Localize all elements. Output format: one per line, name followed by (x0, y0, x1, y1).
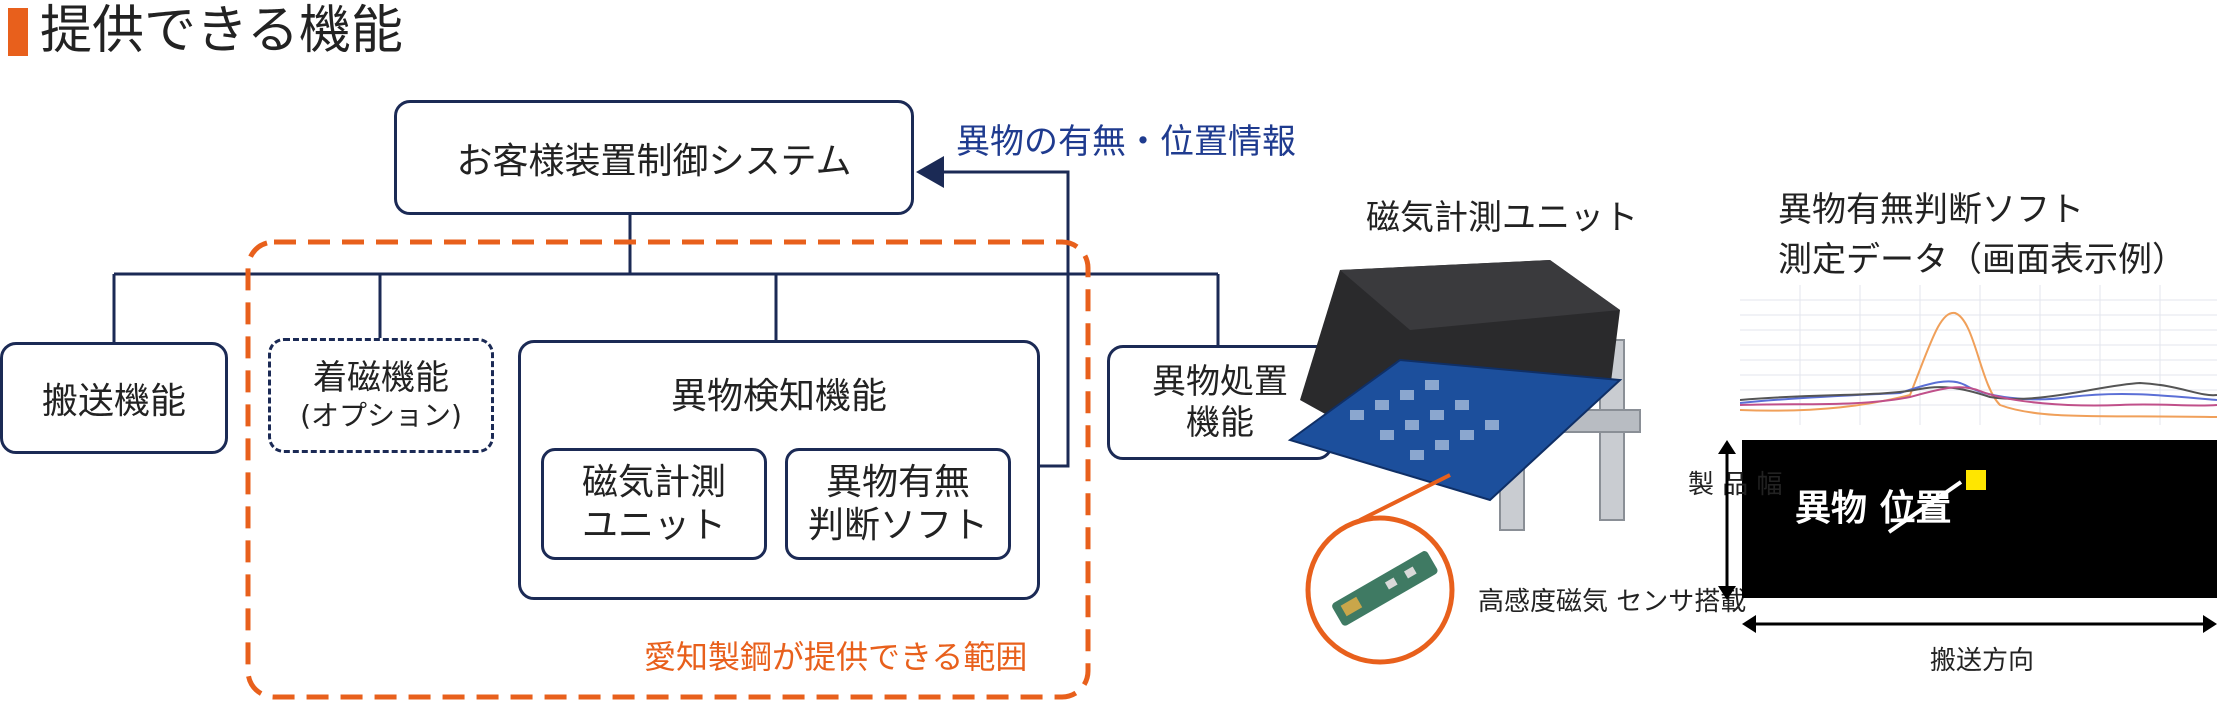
product-display-panel (1742, 440, 2217, 598)
measure-unit-label: 磁気計測 ユニット (581, 461, 726, 546)
judge-software-label: 異物有無 判断ソフト (807, 461, 988, 546)
graph-series-orange (1740, 311, 2217, 418)
measure-unit-box: 磁気計測 ユニット (541, 448, 767, 560)
page-title: 提供できる機能 (40, 1, 403, 61)
display-title-line1: 異物有無判断ソフト (1778, 190, 2084, 230)
title-accent-bar (8, 8, 28, 56)
foreign-object-marker (1966, 470, 1986, 490)
photo-caption: 磁気計測ユニット (1366, 198, 1638, 238)
magnetize-option-label: (オプション) (300, 399, 462, 433)
transport-label: 搬送機能 (41, 381, 186, 422)
marker-pointer-line (1887, 480, 1963, 534)
direction-axis-arrow (1742, 615, 2217, 633)
graph-series-gray (1740, 381, 2217, 401)
measurement-unit-illustration (1287, 260, 1641, 665)
transport-box: 搬送機能 (0, 342, 228, 454)
signal-label: 異物の有無・位置情報 (956, 122, 1296, 162)
control-system-box: お客様装置制御システム (394, 100, 914, 215)
signal-arrow-head (916, 156, 944, 188)
detection-label: 異物検知機能 (670, 376, 887, 417)
width-axis-arrow (1718, 440, 1736, 600)
disposal-label: 異物処置 機能 (1152, 361, 1288, 443)
magnetize-box: 着磁機能 (オプション) (268, 338, 494, 453)
measurement-graph (1740, 285, 2217, 425)
scope-label: 愛知製鋼が提供できる範囲 (644, 638, 1028, 676)
scope-boundary (245, 239, 1091, 700)
direction-label: 搬送方向 (1930, 646, 2035, 676)
display-title-line2: 測定データ（画面表示例） (1778, 240, 2186, 280)
width-label: 製 品 幅 (1688, 470, 1783, 500)
position-label: 異物 位置 (1795, 488, 1952, 529)
magnetize-label: 着磁機能 (313, 358, 449, 399)
sensor-caption: 高感度磁気 センサ搭載 (1478, 587, 1747, 617)
graph-series-magenta (1740, 386, 2217, 407)
judge-software-box: 異物有無 判断ソフト (785, 448, 1011, 560)
control-system-label: お客様装置制御システム (456, 140, 852, 182)
